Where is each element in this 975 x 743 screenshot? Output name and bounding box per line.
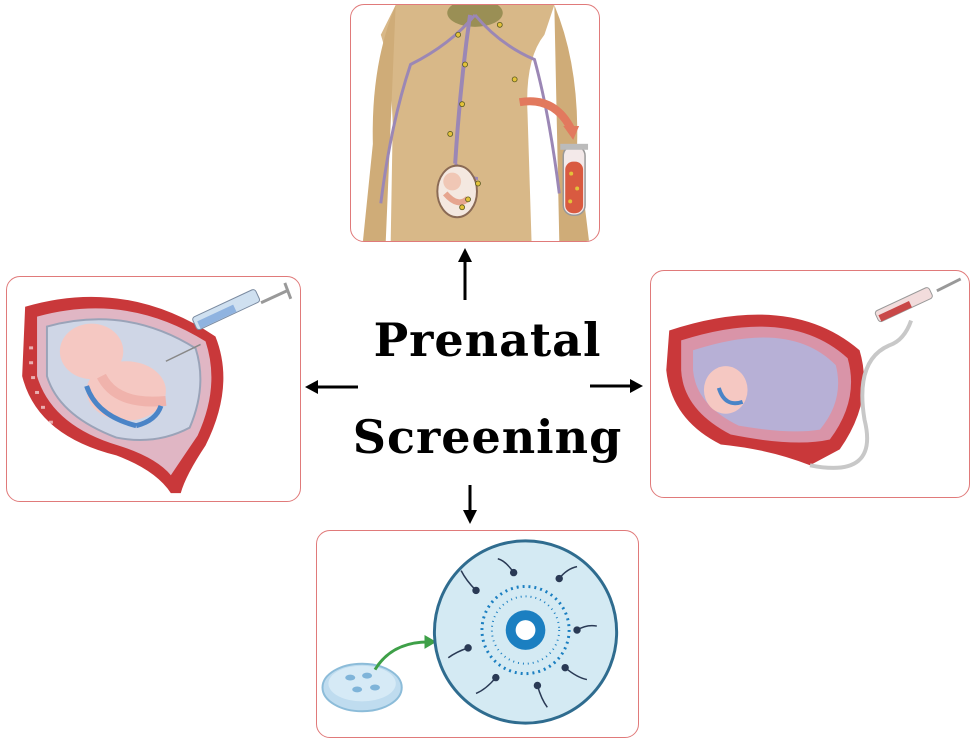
arrow-left-icon [305, 380, 358, 394]
maternal-blood-draw-icon [362, 5, 590, 241]
arrow-up-icon [458, 248, 472, 300]
chorionic-villus-sampling-icon [666, 277, 962, 470]
panel-maternal-blood-test [350, 4, 600, 242]
title-prenatal: Prenatal [373, 313, 602, 367]
panel-ivf-embryo [316, 530, 639, 738]
ivf-embryo-icon [321, 539, 619, 725]
arrow-right-icon [590, 379, 643, 393]
panel-amniocentesis [6, 276, 301, 502]
panel-chorionic-villus-sampling [650, 270, 970, 498]
amniocentesis-icon [22, 282, 293, 494]
arrow-down-icon [463, 485, 477, 524]
title-screening: Screening [352, 410, 623, 464]
